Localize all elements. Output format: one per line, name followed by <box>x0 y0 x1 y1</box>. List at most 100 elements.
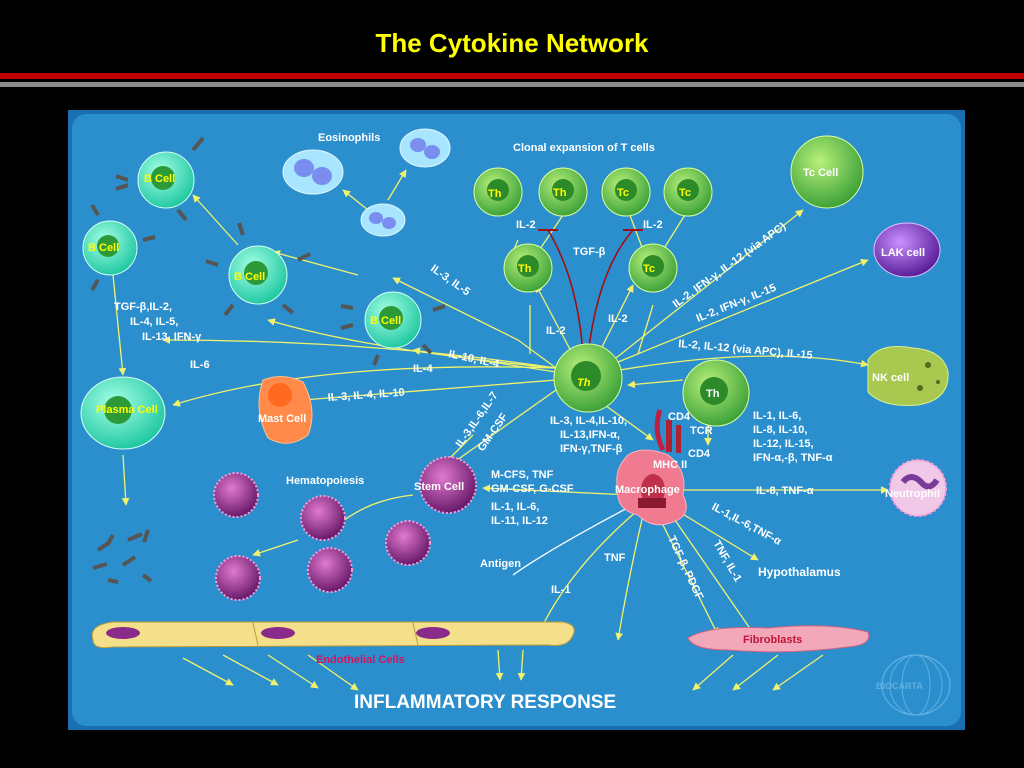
label-lak-cell: LAK cell <box>881 247 925 259</box>
tc-cell-large <box>790 135 864 209</box>
b-cell <box>205 222 311 317</box>
tcr-receptor <box>666 420 672 452</box>
slide-title: The Cytokine Network <box>375 28 649 58</box>
b-cell <box>115 136 205 222</box>
th-cell <box>473 167 523 217</box>
cd4-receptor <box>654 409 666 452</box>
cytokine-th2-out-4: IFN-α,-β, TNF-α <box>753 452 833 464</box>
label-b-cell: B Cell <box>144 173 175 185</box>
tc-cell <box>601 167 651 217</box>
cytokine-tgf-beta: TGF-β <box>573 246 606 258</box>
cytokine-th-out-2: IL-13,IFN-α, <box>560 429 620 441</box>
cytokine-b-tgf-2: IL-4, IL-5, <box>130 316 178 328</box>
stem-cell <box>419 456 477 514</box>
antibodies <box>92 529 153 584</box>
cytokine-il2-left: IL-2 <box>516 219 536 231</box>
cytokine-il3-il4-il10: IL-3, IL-4, IL-10 <box>327 387 405 404</box>
label-th-center: Th <box>577 377 591 389</box>
label-antigen: Antigen <box>480 558 521 570</box>
nk-cell <box>867 346 949 406</box>
label-hematopoiesis: Hematopoiesis <box>286 475 364 487</box>
label-b-cell: B Cell <box>88 242 119 254</box>
cytokine-th2-out-2: IL-8, IL-10, <box>753 424 807 436</box>
label-neutrophil: Neutrophil <box>885 488 940 500</box>
cytokine-il2-tc: IL-2 <box>608 313 628 325</box>
label-mhc-ii: MHC II <box>653 459 687 471</box>
label-th: Th <box>518 263 532 275</box>
label-inflammatory-response: INFLAMMATORY RESPONSE <box>354 692 616 713</box>
cytokine-il1-2: IL-11, IL-12 <box>491 515 548 527</box>
cytokine-mcfs-1: M-CFS, TNF <box>491 469 554 481</box>
eosinophil-cell <box>282 149 344 195</box>
label-hypothalamus: Hypothalamus <box>758 565 841 579</box>
hematopoietic-cell <box>215 555 261 601</box>
cytokine-th2-out-3: IL-12, IL-15, <box>753 438 814 450</box>
tc-cell <box>663 167 713 217</box>
cytokine-mcfs-2: GM-CSF, G-CSF <box>491 483 574 495</box>
neutrophil-cell <box>889 459 947 517</box>
cytokine-network-diagram: Eosinophils Clonal expansion of T cells … <box>68 110 965 730</box>
cytokine-il2-right: IL-2 <box>643 219 663 231</box>
label-th: Th <box>488 188 502 200</box>
endothelial-cells <box>91 621 575 649</box>
eosinophil-cell <box>360 203 406 237</box>
label-endothelial-cells: Endothelial Cells <box>316 654 405 666</box>
cytokine-tnf: TNF <box>604 552 626 564</box>
label-th-right: Th <box>706 388 720 400</box>
hematopoietic-cell <box>385 520 431 566</box>
label-tc: Tc <box>643 263 655 275</box>
label-macrophage: Macrophage <box>615 484 680 496</box>
label-cd4-visible: CD4 <box>668 411 691 423</box>
title-rule-red <box>0 73 1024 79</box>
th-cell-center <box>553 343 623 413</box>
label-eosinophils: Eosinophils <box>318 132 380 144</box>
lak-cell <box>873 222 941 278</box>
label-b-cell: B Cell <box>234 271 265 283</box>
label-cd4: CD4 <box>688 448 711 460</box>
diagram-panel <box>72 114 961 726</box>
cytokine-th-out-3: IFN-γ,TNF-β <box>560 443 623 455</box>
macrophage <box>616 409 687 526</box>
cytokine-il2-th: IL-2 <box>546 325 566 337</box>
label-tc-cell: Tc Cell <box>803 167 838 179</box>
label-clonal-expansion: Clonal expansion of T cells <box>513 142 655 154</box>
label-tc: Tc <box>679 187 691 199</box>
label-stem-cell: Stem Cell <box>414 481 464 493</box>
cytokine-il6: IL-6 <box>190 359 210 371</box>
cytokine-th2-out-1: IL-1, IL-6, <box>753 410 801 422</box>
th-cell <box>538 167 588 217</box>
plasma-cell <box>80 376 166 450</box>
th-cell <box>503 243 553 293</box>
cytokine-b-tgf-1: TGF-β,IL-2, <box>114 301 172 313</box>
biocarta-logo <box>881 654 951 716</box>
mhc-ii <box>638 498 666 508</box>
fibroblasts <box>687 625 870 653</box>
cytokine-il1-1: IL-1, IL-6, <box>491 501 539 513</box>
cytokine-il1: IL-1 <box>551 584 571 596</box>
label-b-cell: B Cell <box>370 315 401 327</box>
hematopoietic-cell <box>213 472 259 518</box>
label-plasma-cell: Plasma Cell <box>96 404 158 416</box>
b-cell <box>82 203 156 292</box>
b-cell <box>340 291 446 366</box>
label-th: Th <box>553 187 567 199</box>
cytokine-il8-tnf: IL-8, TNF-α <box>756 485 814 497</box>
label-tcr: TCR <box>690 425 713 437</box>
cytokine-th-out-1: IL-3, IL-4,IL-10, <box>550 415 627 427</box>
arrows <box>112 169 889 691</box>
cytokine-b-tgf-3: IL-13, IFN-γ <box>142 331 202 343</box>
th-cell-right <box>682 359 750 427</box>
hematopoietic-cell <box>300 495 346 541</box>
cytokine-il4: IL-4 <box>413 363 433 375</box>
label-fibroblasts: Fibroblasts <box>743 634 802 646</box>
eosinophil-cell <box>399 128 451 168</box>
label-biocarta: BIOCARTA <box>876 681 923 691</box>
mast-cell <box>258 376 313 444</box>
label-tc: Tc <box>617 187 629 199</box>
hematopoietic-cell <box>307 547 353 593</box>
tc-cell <box>628 243 678 293</box>
label-nk-cell: NK cell <box>872 372 909 384</box>
label-mast-cell: Mast Cell <box>258 413 306 425</box>
title-rule-grey <box>0 82 1024 87</box>
